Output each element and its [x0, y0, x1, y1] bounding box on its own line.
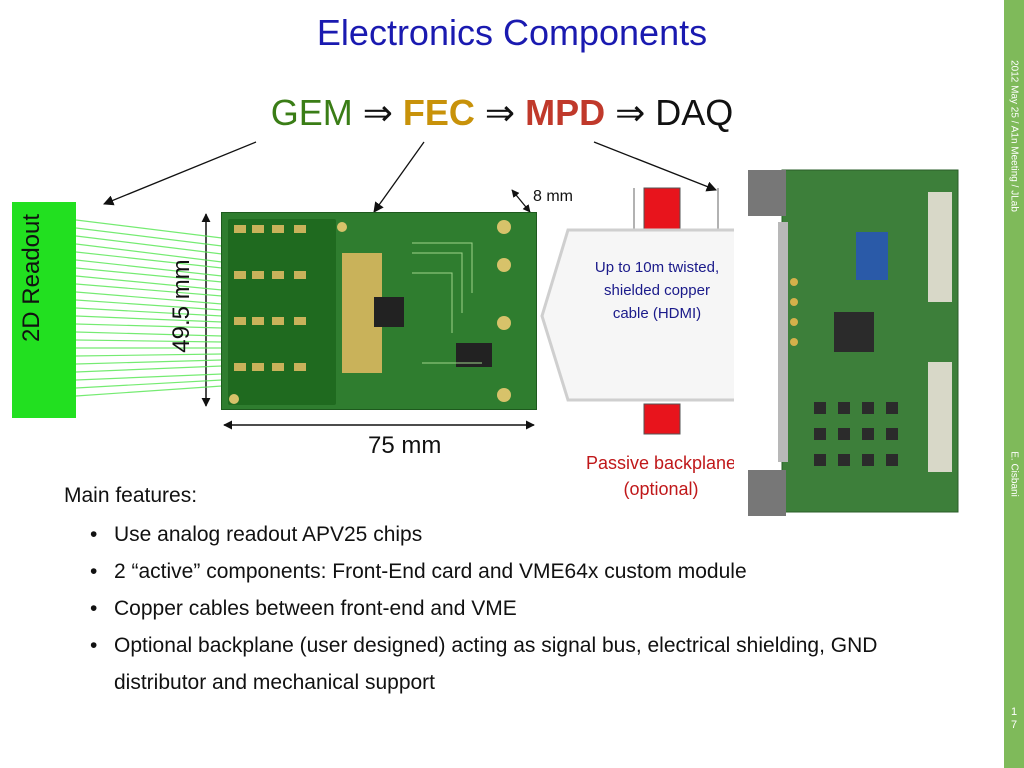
- chain-daq: DAQ: [655, 92, 734, 133]
- arrow-to-fec-icon: [373, 141, 425, 213]
- fec-board-icon: [228, 219, 511, 405]
- chain-arrow-icon: ⇒: [362, 92, 393, 133]
- gap-label: 8 mm: [533, 188, 573, 205]
- gap-dimension-icon: [511, 189, 531, 213]
- mpd-module-photo: [734, 162, 962, 524]
- component-chain: GEM⇒FEC⇒MPD⇒DAQ: [0, 92, 1004, 134]
- fec-board-photo: [221, 212, 537, 410]
- page-number: 1 7: [1004, 706, 1024, 732]
- arrow-to-readout-icon: [103, 141, 257, 206]
- width-label: 75 mm: [368, 432, 442, 459]
- chain-arrow-icon: ⇒: [615, 92, 646, 133]
- page-number-digit: 7: [1010, 719, 1018, 731]
- meeting-info: 2012 May 25 / A1n Meeting / JLab: [1008, 60, 1020, 212]
- chain-arrow-icon: ⇒: [484, 92, 516, 133]
- height-label: 49.5 mm: [168, 259, 195, 353]
- readout-label: 2D Readout: [18, 213, 45, 343]
- features-list: Use analog readout APV25 chips 2 “active…: [88, 516, 918, 701]
- feature-item: Copper cables between front-end and VME: [88, 590, 918, 627]
- cable-description: Up to 10m twisted, shielded copper cable…: [594, 259, 720, 322]
- feature-item: Optional backplane (user designed) actin…: [88, 627, 918, 701]
- page-number-digit: 1: [1010, 706, 1018, 718]
- chain-fec: FEC: [402, 92, 475, 133]
- features-title: Main features:: [64, 484, 198, 507]
- backplane-label: Passive backplane (optional): [585, 453, 737, 499]
- right-sidebar: [1004, 0, 1024, 768]
- feature-item: Use analog readout APV25 chips: [88, 516, 918, 553]
- readout-plane: [12, 202, 76, 418]
- readout-strips-icon: [76, 219, 222, 397]
- author-name: E. Cisbani: [1008, 451, 1020, 497]
- slide-title: Electronics Components: [316, 12, 708, 53]
- feature-item: 2 “active” components: Front-End card an…: [88, 553, 918, 590]
- arrow-to-mpd-icon: [593, 141, 717, 192]
- chain-mpd: MPD: [525, 92, 606, 133]
- chain-gem: GEM: [270, 92, 353, 133]
